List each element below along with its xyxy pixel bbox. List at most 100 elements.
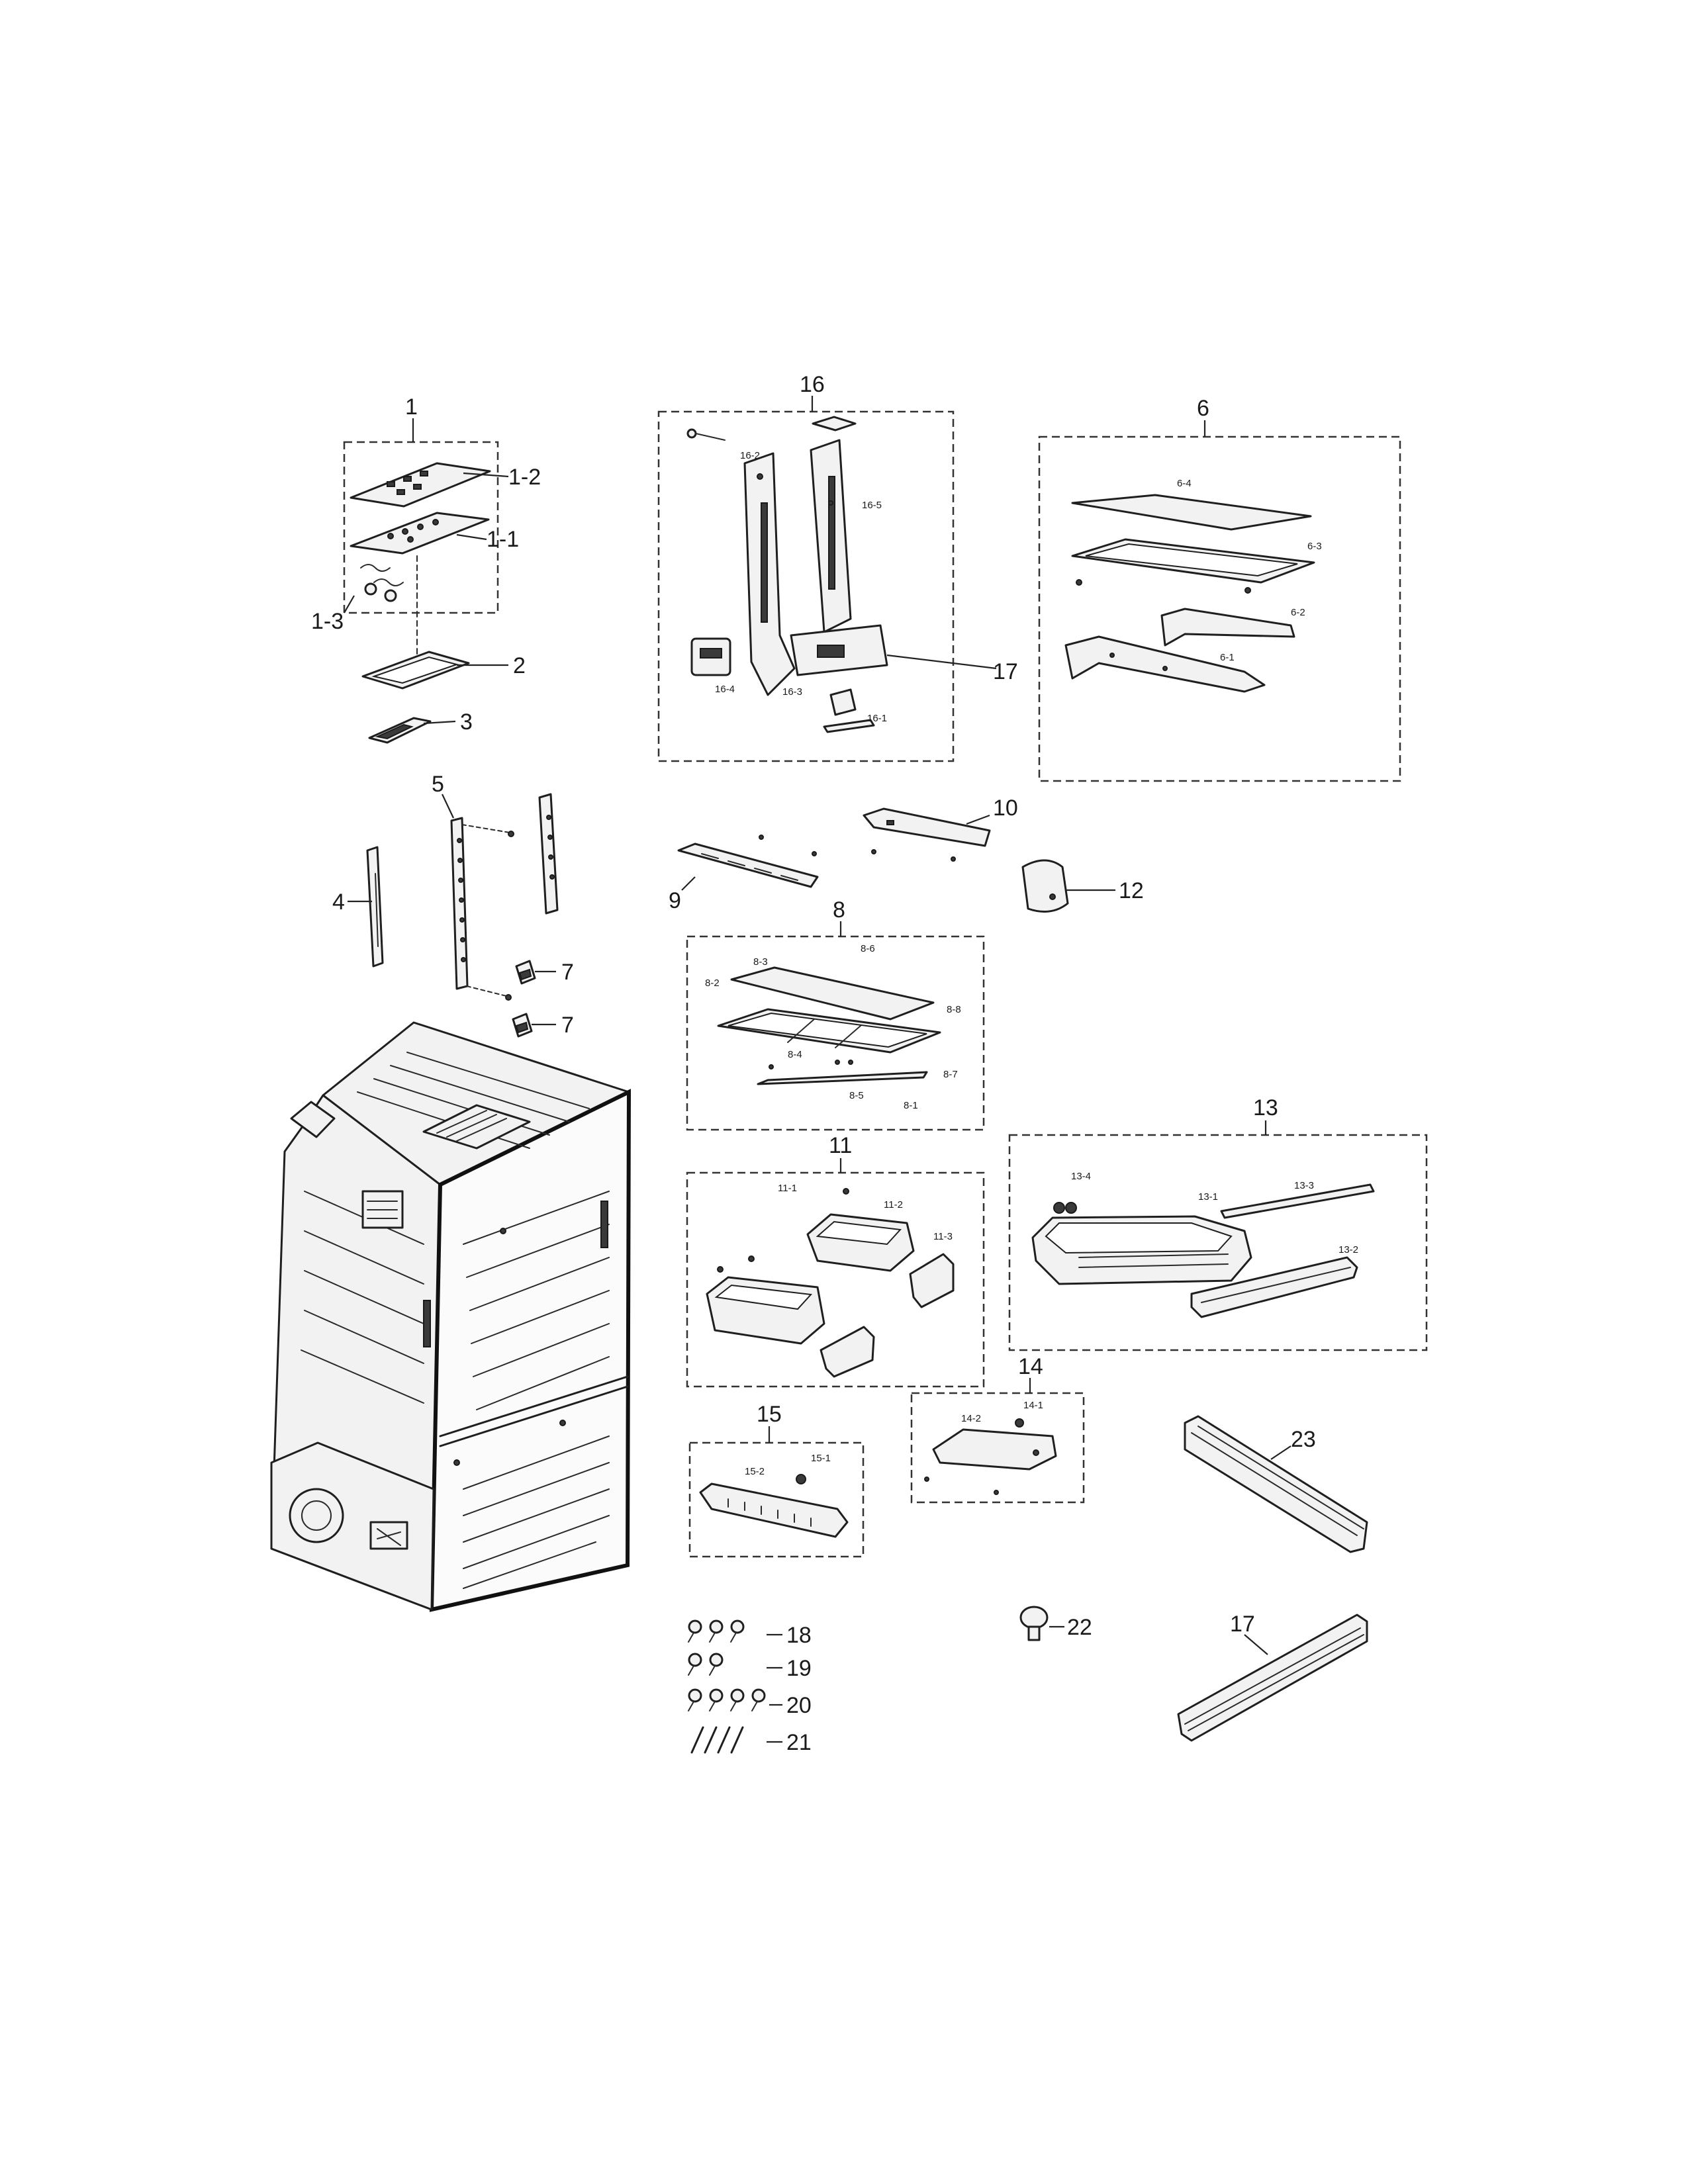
label-11-1: 11-1 bbox=[778, 1183, 797, 1194]
label-1-1: 1-1 bbox=[487, 527, 519, 552]
part-2-frame bbox=[361, 651, 470, 690]
part-15-support bbox=[699, 1474, 849, 1538]
part-12-cap bbox=[1021, 859, 1069, 913]
label-15-2: 15-2 bbox=[745, 1466, 765, 1477]
part-17-rail bbox=[1177, 1614, 1368, 1742]
group-6-box bbox=[1038, 435, 1401, 782]
part-13-4-caps bbox=[1053, 1202, 1065, 1214]
label-8-3: 8-3 bbox=[753, 956, 768, 968]
label-1: 1 bbox=[405, 394, 418, 420]
part-8-5-trim bbox=[757, 1060, 928, 1085]
label-8-2: 8-2 bbox=[705, 978, 720, 989]
part-11-3-retainer-upper bbox=[909, 1253, 955, 1308]
label-16: 16 bbox=[800, 372, 825, 397]
group-8-box bbox=[686, 935, 985, 1131]
part-22-rivet bbox=[1019, 1606, 1049, 1641]
label-4: 4 bbox=[332, 889, 345, 915]
label-19: 19 bbox=[786, 1656, 812, 1681]
part-16-duct-bottom bbox=[790, 624, 888, 676]
label-14-1: 14-1 bbox=[1023, 1400, 1043, 1411]
part-9-cover bbox=[677, 835, 819, 888]
label-3: 3 bbox=[460, 709, 473, 735]
label-13: 13 bbox=[1253, 1095, 1278, 1120]
label-16-2: 16-2 bbox=[740, 450, 760, 461]
label-16-1: 16-1 bbox=[867, 713, 887, 724]
part-13-1-drawer bbox=[1031, 1215, 1252, 1285]
part-16-1-insulation bbox=[823, 688, 875, 733]
part-11-3-retainer-lower bbox=[820, 1326, 875, 1378]
part-16-5-duct-right bbox=[810, 416, 857, 633]
label-7-lower: 7 bbox=[561, 1013, 574, 1038]
label-6-1: 6-1 bbox=[1220, 652, 1235, 663]
part-16-3-duct-left bbox=[743, 452, 796, 696]
group-15-box bbox=[688, 1441, 865, 1558]
part-7-clip-lower bbox=[512, 1013, 533, 1038]
part-3-bracket bbox=[368, 717, 432, 744]
part-20-screws bbox=[688, 1688, 766, 1711]
part-1-1-board bbox=[350, 512, 490, 555]
group-13-box bbox=[1008, 1134, 1428, 1351]
label-20: 20 bbox=[786, 1693, 812, 1718]
label-13-3: 13-3 bbox=[1294, 1180, 1314, 1191]
label-10: 10 bbox=[993, 796, 1018, 821]
label-21: 21 bbox=[786, 1730, 812, 1755]
label-7-upper: 7 bbox=[561, 960, 574, 985]
label-9: 9 bbox=[669, 888, 681, 913]
part-6-1-bracket bbox=[1064, 635, 1266, 693]
label-16-3: 16-3 bbox=[782, 686, 802, 698]
part-13-3-trim bbox=[1220, 1183, 1375, 1219]
label-11-2: 11-2 bbox=[884, 1199, 903, 1210]
label-2: 2 bbox=[513, 653, 526, 678]
part-16-4-damper bbox=[690, 637, 731, 676]
group-16-box bbox=[657, 410, 955, 762]
label-15-1: 15-1 bbox=[811, 1453, 831, 1464]
label-6-2: 6-2 bbox=[1291, 607, 1305, 618]
part-16-2-sensor bbox=[686, 428, 726, 441]
label-15: 15 bbox=[757, 1402, 782, 1427]
part-5-rail bbox=[450, 817, 514, 1001]
label-1-2: 1-2 bbox=[508, 465, 541, 490]
label-8-7: 8-7 bbox=[943, 1069, 958, 1080]
label-16-5: 16-5 bbox=[862, 500, 882, 511]
part-1-2-cover bbox=[350, 462, 491, 508]
part-14-2-guide bbox=[924, 1418, 1057, 1495]
label-8-4: 8-4 bbox=[788, 1049, 802, 1060]
part-13-2-rail bbox=[1190, 1256, 1358, 1318]
label-12: 12 bbox=[1119, 878, 1144, 903]
label-18: 18 bbox=[786, 1623, 812, 1648]
part-8-3-glass bbox=[730, 966, 935, 1021]
part-6-2-bracket bbox=[1160, 608, 1295, 647]
part-5-rail-right bbox=[538, 793, 559, 915]
label-8-1: 8-1 bbox=[904, 1100, 918, 1111]
label-11-3: 11-3 bbox=[933, 1231, 953, 1242]
group-14-box bbox=[910, 1392, 1085, 1504]
label-8-8: 8-8 bbox=[947, 1004, 961, 1015]
part-10-cover bbox=[863, 807, 991, 862]
label-6: 6 bbox=[1197, 396, 1209, 421]
label-1-3: 1-3 bbox=[311, 609, 344, 634]
part-4-rail bbox=[366, 846, 384, 968]
label-13-2: 13-2 bbox=[1338, 1244, 1358, 1255]
label-22: 22 bbox=[1067, 1615, 1092, 1640]
label-13-1: 13-1 bbox=[1198, 1191, 1218, 1203]
label-17-rail: 17 bbox=[1230, 1612, 1255, 1637]
part-11-2-bin-upper bbox=[806, 1188, 915, 1272]
label-8-5: 8-5 bbox=[849, 1090, 864, 1101]
label-11: 11 bbox=[829, 1133, 852, 1158]
part-18-screws bbox=[688, 1619, 745, 1643]
refrigerator-cabinet bbox=[270, 1021, 632, 1612]
label-6-3: 6-3 bbox=[1307, 541, 1322, 552]
label-17-duct: 17 bbox=[993, 659, 1018, 684]
label-23: 23 bbox=[1291, 1427, 1316, 1452]
label-13-4: 13-4 bbox=[1071, 1171, 1091, 1182]
part-6-4-glass bbox=[1071, 494, 1312, 531]
part-1-3-switches bbox=[360, 564, 404, 602]
label-8: 8 bbox=[833, 897, 845, 923]
label-6-4: 6-4 bbox=[1177, 478, 1192, 489]
label-5: 5 bbox=[432, 772, 444, 797]
group-1-box bbox=[343, 441, 499, 614]
part-8-2-frame bbox=[717, 1008, 941, 1054]
part-6-3-frame bbox=[1071, 538, 1315, 594]
part-21-screws bbox=[690, 1726, 744, 1754]
